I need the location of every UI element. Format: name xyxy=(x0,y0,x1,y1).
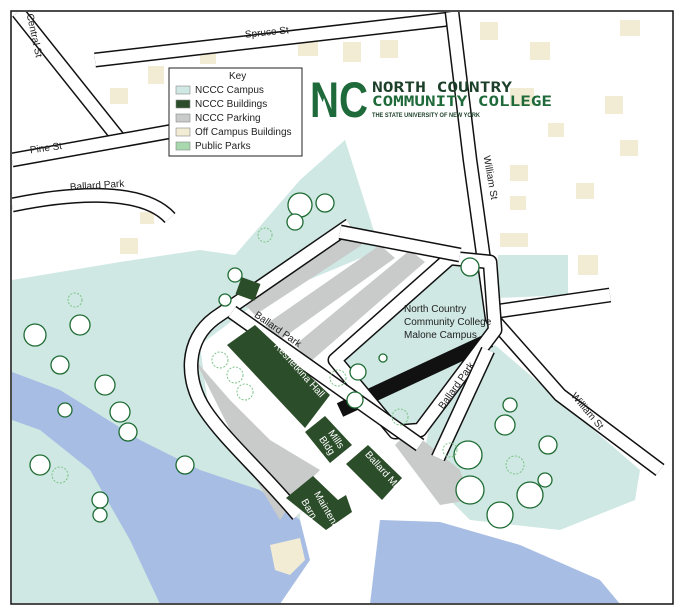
building-maintenance-barn[interactable] xyxy=(286,476,352,530)
campus-label-line1: North Country xyxy=(404,304,466,315)
roads xyxy=(12,12,665,520)
logo-line3: THE STATE UNIVERSITY OF NEW YORK xyxy=(372,112,480,119)
street-label-ballard-park-west: Ballard Park xyxy=(70,179,126,194)
logo-mark: NC xyxy=(310,72,368,128)
map-key: Key NCCC Campus NCCC Buildings NCCC Park… xyxy=(168,67,303,157)
key-item-parks: Public Parks xyxy=(175,141,251,152)
key-label: Off Campus Buildings xyxy=(195,127,292,138)
key-title: Key xyxy=(229,71,246,82)
river-west xyxy=(12,372,310,603)
campus-area-quad xyxy=(330,255,495,430)
river-east xyxy=(370,520,620,603)
key-item-campus: NCCC Campus xyxy=(175,85,264,96)
pine-tree-icon xyxy=(318,98,330,117)
logo-line1: NORTH COUNTRY xyxy=(372,80,513,96)
campus-label-line2: Community College xyxy=(404,317,492,328)
key-item-parking: NCCC Parking xyxy=(175,113,261,124)
college-logo: NC NORTH COUNTRY COMMUNITY COLLEGE THE S… xyxy=(310,72,552,128)
off-campus-buildings xyxy=(110,20,640,575)
nccc-buildings xyxy=(227,277,402,530)
building-reshetkina-hall[interactable] xyxy=(227,325,330,428)
building-ballard-mill[interactable] xyxy=(346,445,402,500)
key-item-buildings: NCCC Buildings xyxy=(175,99,267,110)
building-mills-bldg[interactable] xyxy=(305,416,352,463)
street-label-spruce: Spruce St xyxy=(244,25,289,41)
campus-label-line3: Malone Campus xyxy=(404,330,477,341)
trees xyxy=(23,192,558,529)
street-label-pine: Pine St xyxy=(29,141,63,156)
building-small xyxy=(235,277,261,301)
key-label: Public Parks xyxy=(195,141,251,152)
key-label: NCCC Buildings xyxy=(195,99,267,110)
park-area xyxy=(498,255,568,298)
logo-line2: COMMUNITY COLLEGE xyxy=(372,94,552,110)
key-item-offcampus: Off Campus Buildings xyxy=(175,127,292,138)
key-label: NCCC Campus xyxy=(195,85,264,96)
key-label: NCCC Parking xyxy=(195,113,261,124)
